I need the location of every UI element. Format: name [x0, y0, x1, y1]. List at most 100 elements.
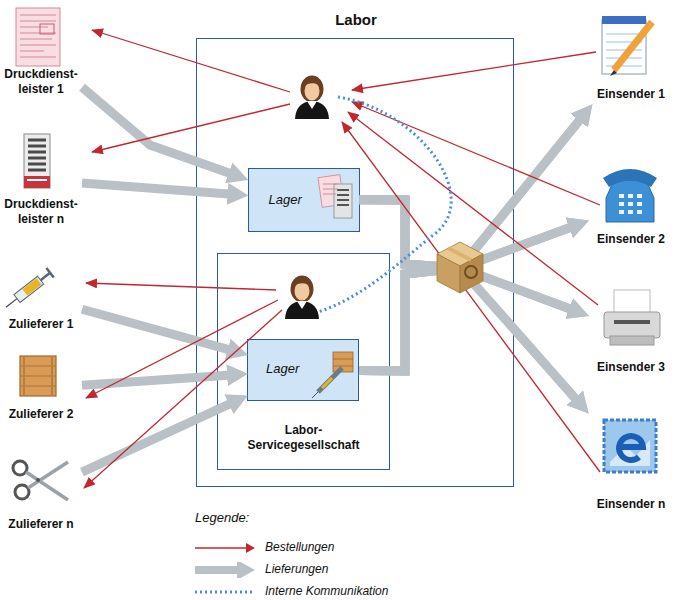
person-icon — [301, 76, 323, 89]
printed-form-icon — [20, 15, 56, 57]
person-icon — [295, 76, 329, 120]
legend-text: Bestellungen — [265, 540, 334, 555]
label-sheet-icon — [24, 134, 50, 188]
mail-stamp-icon — [619, 436, 643, 460]
telephone-icon — [606, 180, 654, 222]
supplies-icon — [333, 352, 353, 372]
sender-node: Einsender 1 — [588, 8, 674, 105]
order-arrow — [352, 52, 596, 90]
delivery-arrow — [359, 268, 575, 399]
syringe-icon — [14, 276, 44, 302]
person-icon — [301, 76, 324, 103]
sender-node: Einsender n — [588, 410, 674, 513]
supplier-node: Zulieferer n — [0, 447, 82, 535]
forms-icon — [318, 175, 352, 218]
scissors-icon — [13, 461, 68, 500]
package-icon — [460, 254, 483, 293]
telephone-icon — [628, 202, 633, 206]
printed-form-icon — [16, 8, 60, 66]
service-company-container: Labor- Servicegesellschaft Lager — [217, 253, 390, 470]
telephone-icon — [619, 194, 624, 198]
order-arrow — [352, 102, 600, 205]
printed-form-icon — [16, 8, 60, 66]
order-arrow — [348, 112, 598, 305]
label-sheet-icon — [24, 176, 50, 188]
node-label: Einsender 1 — [588, 87, 674, 102]
legend-entry: Bestellungen — [195, 538, 455, 558]
forms-icon — [334, 184, 352, 218]
forms-icon — [323, 184, 338, 194]
supplies-icon — [322, 378, 332, 388]
telephone-icon — [603, 169, 657, 187]
order-arrow — [342, 122, 600, 472]
notepad-icon — [606, 34, 642, 66]
person-icon — [305, 82, 320, 101]
node-label: Zulieferer n — [0, 517, 82, 532]
delivery-arrow — [359, 268, 570, 371]
telephone-icon — [619, 194, 642, 214]
scissors-icon — [36, 478, 40, 482]
person-icon — [291, 276, 313, 289]
delivery-arrow — [82, 87, 230, 173]
delivery-arrow — [360, 120, 580, 268]
notepad-icon — [602, 20, 646, 74]
internal-communication-line — [318, 97, 451, 312]
package-icon — [437, 254, 460, 293]
order-arrow — [92, 30, 290, 92]
mail-stamp-icon — [604, 420, 656, 472]
delivery-arrow — [360, 200, 571, 309]
legend-arrow-head — [246, 543, 255, 553]
notepad-icon — [602, 16, 652, 76]
illustration — [2, 8, 660, 500]
box-heading: Lager — [266, 361, 326, 376]
print-supplier-node: Druckdienst- leister 1 — [0, 5, 82, 100]
print-supplier-node: Druckdienst- leister n — [0, 130, 82, 230]
legend-arrow-head — [237, 562, 255, 578]
supplier-node: Zulieferer 1 — [0, 262, 82, 334]
box-heading: Labor- Servicegesellschaft — [234, 423, 374, 453]
delivery-arrow — [82, 183, 229, 194]
order-arrow — [84, 30, 600, 488]
node-label: Druckdienst- leister n — [0, 197, 82, 227]
printer-icon — [614, 290, 650, 316]
telephone-icon — [619, 210, 624, 214]
sender-node: Einsender 3 — [588, 285, 674, 378]
sender-node: Einsender 2 — [588, 160, 674, 250]
syringe-icon — [37, 268, 54, 285]
delivery-arrow — [359, 227, 570, 371]
legend-sample — [195, 562, 259, 578]
syringe-icon — [22, 278, 41, 295]
connector-layer — [82, 87, 580, 472]
telephone-icon — [637, 194, 642, 198]
printer-icon — [604, 290, 660, 345]
legend-line — [195, 547, 246, 548]
person-icon — [285, 301, 319, 319]
forms-icon — [337, 190, 349, 205]
delivery-arrow — [82, 404, 230, 472]
legend-entry: Interne Kommunikation — [195, 582, 455, 600]
box-heading: Lager — [269, 192, 329, 207]
printer-icon — [610, 336, 654, 345]
delivery-arrow — [360, 200, 571, 268]
telephone-icon — [628, 194, 633, 198]
node-label: Einsender n — [588, 497, 674, 512]
node-label: Einsender 3 — [588, 360, 674, 375]
person-icon — [295, 282, 310, 301]
node-label: Zulieferer 1 — [0, 317, 82, 332]
telephone-icon — [637, 202, 642, 206]
order-arrow — [86, 300, 278, 398]
legend-line — [195, 566, 237, 574]
package-icon — [437, 242, 483, 266]
scissors-icon — [15, 485, 29, 499]
scissors-icon — [28, 462, 68, 488]
label-sheet-icon — [27, 179, 47, 181]
printed-form-icon — [40, 24, 54, 34]
telephone-icon — [619, 202, 624, 206]
scissors-icon — [13, 461, 27, 475]
legend-text: Interne Kommunikation — [265, 584, 388, 599]
storage-box: Lager — [247, 339, 359, 401]
legend-line — [195, 591, 255, 594]
legend-entry: Lieferungen — [195, 560, 455, 580]
